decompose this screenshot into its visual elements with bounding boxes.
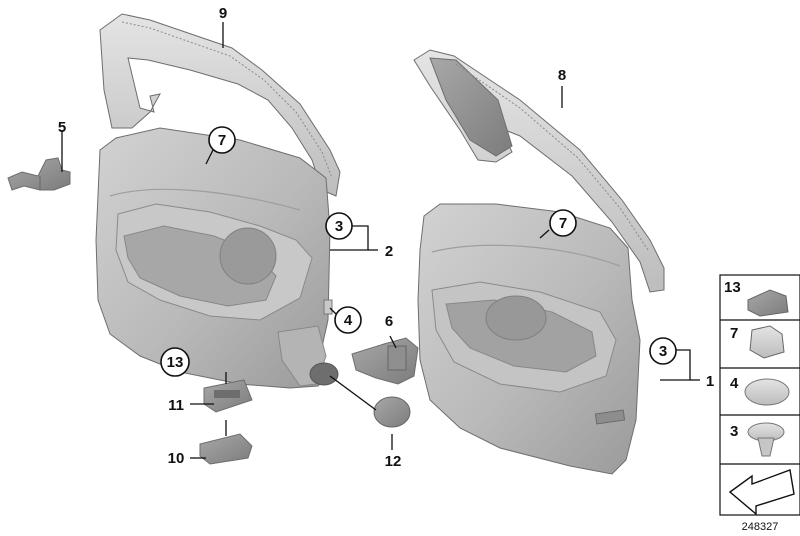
callout-7-right: 7 <box>559 215 567 232</box>
callout-13-circle <box>160 347 190 377</box>
callout-1: 1 <box>706 373 714 390</box>
callout-5: 5 <box>58 119 66 136</box>
parts-legend: 13 7 4 3 <box>719 274 800 516</box>
legend-label-13: 13 <box>724 279 741 296</box>
callout-10: 10 <box>168 450 185 467</box>
legend-arrow-icon <box>728 469 795 516</box>
callout-13: 13 <box>167 354 184 371</box>
pin-part-4 <box>323 299 333 315</box>
callout-8: 8 <box>558 67 566 84</box>
door-panel-part-2 <box>95 127 339 389</box>
callout-7-left: 7 <box>218 132 226 149</box>
reference-number: 248327 <box>742 521 779 533</box>
callout-4: 4 <box>344 312 353 329</box>
callout-3-right: 3 <box>659 343 667 360</box>
callout-3-circle-right <box>649 337 677 365</box>
callout-7-circle-right <box>549 209 577 237</box>
legend-cap-4-icon <box>744 378 790 406</box>
callout-12: 12 <box>385 453 402 470</box>
callout-9: 9 <box>219 5 227 22</box>
callouts: 9 8 7 7 5 3 2 3 1 4 6 13 11 10 12 <box>58 5 714 470</box>
legend-label-7: 7 <box>730 325 738 342</box>
legend-part-13-icon <box>747 289 789 317</box>
bracket-part-5 <box>7 157 71 191</box>
callout-4-circle <box>334 306 362 334</box>
upper-trim-part-8 <box>413 49 665 293</box>
switch-part-11 <box>203 379 253 413</box>
callout-3-left: 3 <box>335 218 343 235</box>
cover-part-10 <box>199 433 253 465</box>
callout-3-circle-left <box>325 212 353 240</box>
cap-part-12 <box>373 396 411 428</box>
callout-6: 6 <box>385 313 393 330</box>
legend-label-3: 3 <box>730 423 738 440</box>
callout-7-circle-left <box>208 126 236 154</box>
upper-trim-part-9 <box>99 13 341 197</box>
callout-2: 2 <box>385 243 393 260</box>
callout-11: 11 <box>168 397 184 414</box>
door-panel-part-1 <box>417 203 641 475</box>
legend-label-4: 4 <box>730 375 739 392</box>
legend-clip-7-icon <box>749 325 785 359</box>
mechanism-part-6 <box>351 337 419 385</box>
